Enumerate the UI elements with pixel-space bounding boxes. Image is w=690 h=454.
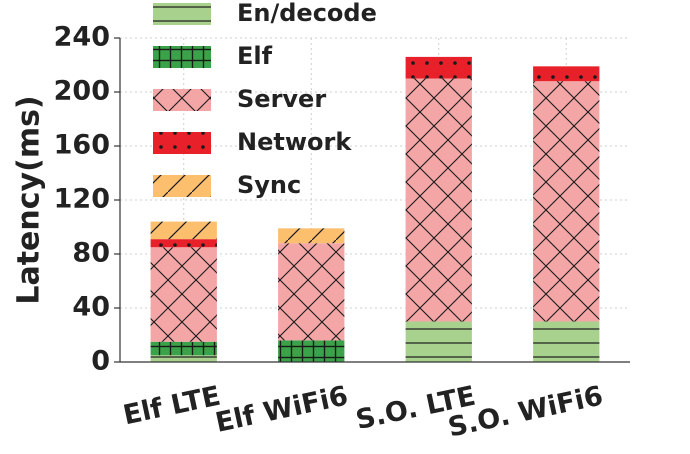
bar-segment-sync-0 — [150, 221, 217, 240]
y-tick-label: 80 — [72, 238, 110, 269]
bar-segment-sync-1 — [278, 228, 345, 244]
bar-segment-server-1 — [278, 243, 345, 341]
legend-label-elf: Elf — [237, 42, 273, 70]
y-tick-label: 0 — [91, 346, 110, 377]
legend-label-sync: Sync — [237, 171, 301, 199]
y-axis-label: Latency(ms) — [12, 95, 47, 304]
bar-segment-endecode-0 — [150, 355, 217, 362]
x-tick-label: Elf LTE — [120, 381, 223, 432]
bar-segment-endecode-3 — [533, 321, 600, 362]
bar-segment-network-0 — [150, 239, 217, 248]
y-tick-label: 200 — [54, 76, 110, 107]
legend-swatch-endecode — [153, 3, 211, 25]
bar-segment-network-2 — [405, 56, 472, 79]
legend-swatch-sync — [153, 175, 211, 197]
y-tick-label: 40 — [72, 292, 110, 323]
legend-swatch-network — [153, 132, 211, 154]
bar-segment-server-3 — [533, 81, 600, 322]
legend-swatch-server — [153, 89, 211, 111]
y-tick-label: 160 — [54, 130, 110, 161]
legend-label-endecode: En/decode — [237, 0, 377, 27]
legend-label-server: Server — [237, 85, 326, 113]
legend-swatch-elf — [153, 46, 211, 68]
y-tick-label: 240 — [54, 22, 110, 53]
y-tick-label: 120 — [54, 184, 110, 215]
bars — [150, 56, 600, 362]
bar-segment-elf-1 — [278, 340, 345, 362]
bar-segment-elf-0 — [150, 341, 217, 356]
bar-segment-endecode-2 — [405, 321, 472, 362]
legend-label-network: Network — [237, 128, 352, 156]
bar-segment-server-0 — [150, 247, 217, 342]
x-tick-label: Elf WiFi6 — [213, 381, 351, 439]
bar-segment-network-3 — [533, 66, 600, 82]
bar-segment-server-2 — [405, 78, 472, 322]
